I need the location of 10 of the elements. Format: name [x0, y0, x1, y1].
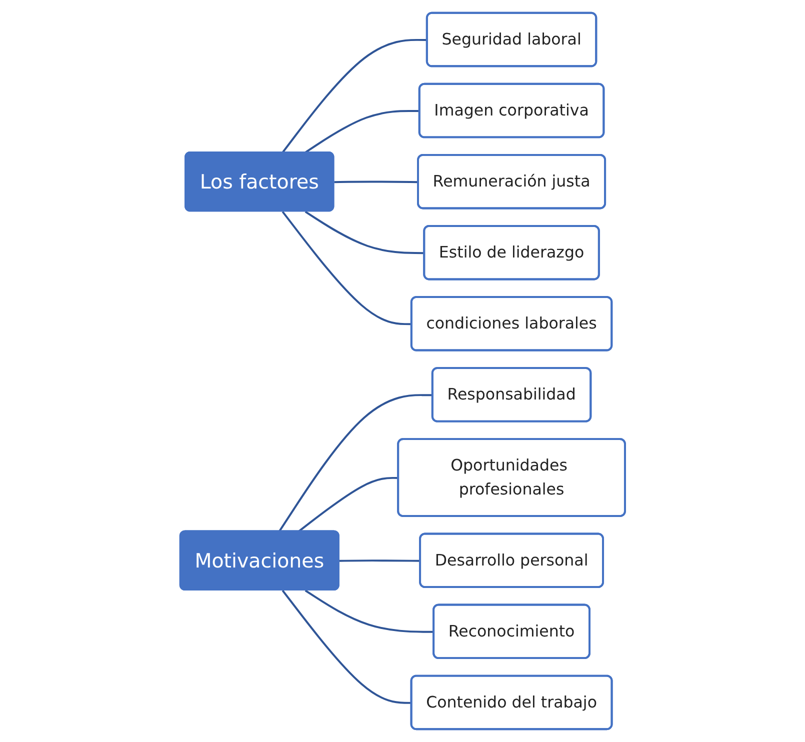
connector: [282, 590, 412, 704]
connector: [304, 590, 434, 633]
connector: [278, 394, 433, 532]
connector: [282, 211, 412, 326]
connector: [298, 476, 399, 532]
connector: [334, 180, 419, 184]
connector: [304, 210, 425, 254]
connector: [282, 38, 428, 154]
connector: [304, 110, 420, 154]
connector: [339, 560, 421, 562]
